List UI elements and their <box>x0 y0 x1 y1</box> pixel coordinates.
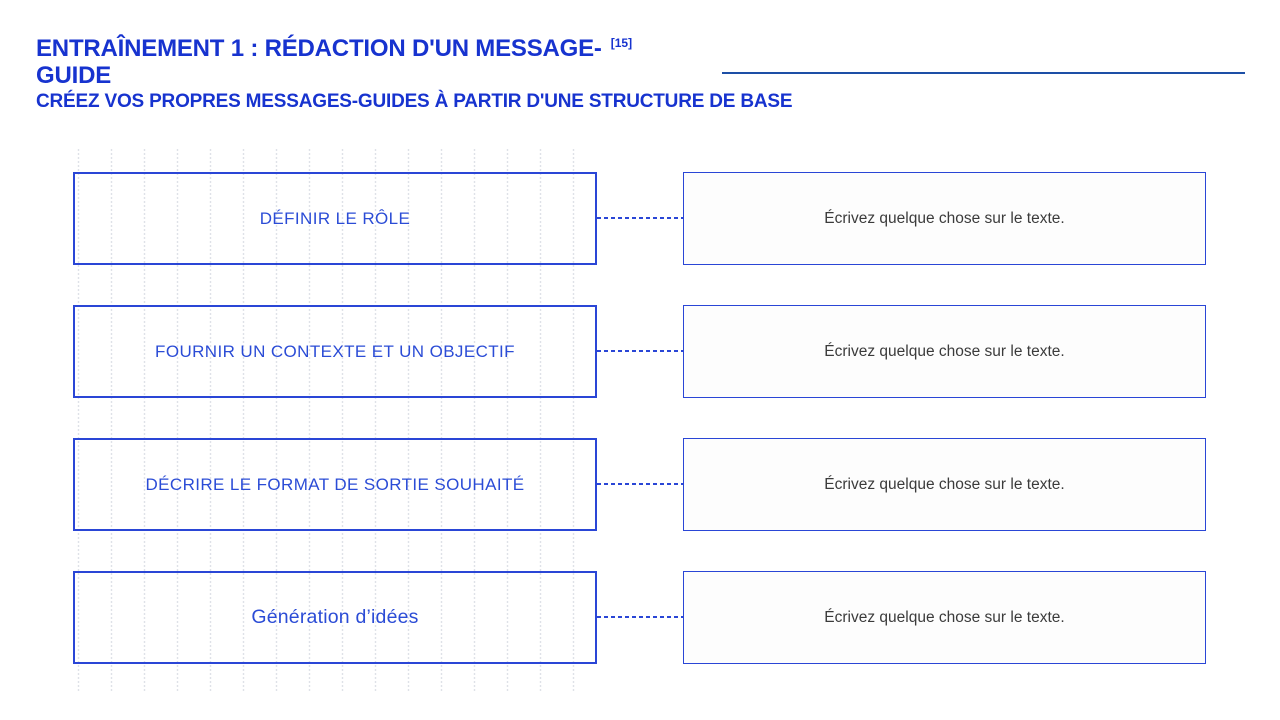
header-rule <box>722 72 1245 74</box>
page-title: ENTRAÎNEMENT 1 : RÉDACTION D'UN MESSAGE-… <box>36 30 632 89</box>
answer-box-1[interactable]: Écrivez quelque chose sur le texte. <box>683 172 1206 265</box>
connector-line <box>597 483 683 485</box>
step-label: Génération d’idées <box>251 606 419 628</box>
answer-placeholder: Écrivez quelque chose sur le texte. <box>824 608 1065 626</box>
answer-placeholder: Écrivez quelque chose sur le texte. <box>824 342 1065 360</box>
reference-marker: [15] <box>610 36 633 50</box>
answer-box-3[interactable]: Écrivez quelque chose sur le texte. <box>683 438 1206 531</box>
title-line1: ENTRAÎNEMENT 1 : RÉDACTION D'UN MESSAGE- <box>36 35 602 62</box>
step-box-definir-le-role: DÉFINIR LE RÔLE <box>73 172 597 265</box>
answer-box-4[interactable]: Écrivez quelque chose sur le texte. <box>683 571 1206 664</box>
page-subtitle: CRÉEZ VOS PROPRES MESSAGES-GUIDES À PART… <box>36 91 793 112</box>
step-label: DÉCRIRE LE FORMAT DE SORTIE SOUHAITÉ <box>145 474 525 494</box>
step-box-format-sortie: DÉCRIRE LE FORMAT DE SORTIE SOUHAITÉ <box>73 438 597 531</box>
answer-placeholder: Écrivez quelque chose sur le texte. <box>824 475 1065 493</box>
title-line2: GUIDE <box>36 62 112 89</box>
connector-line <box>597 616 683 618</box>
answer-placeholder: Écrivez quelque chose sur le texte. <box>824 209 1065 227</box>
step-label: FOURNIR UN CONTEXTE ET UN OBJECTIF <box>155 341 515 361</box>
connector-line <box>597 217 683 219</box>
step-label: DÉFINIR LE RÔLE <box>259 208 411 228</box>
step-box-generation-idees: Génération d’idées <box>73 571 597 664</box>
step-box-contexte-objectif: FOURNIR UN CONTEXTE ET UN OBJECTIF <box>73 305 597 398</box>
answer-box-2[interactable]: Écrivez quelque chose sur le texte. <box>683 305 1206 398</box>
connector-line <box>597 350 683 352</box>
